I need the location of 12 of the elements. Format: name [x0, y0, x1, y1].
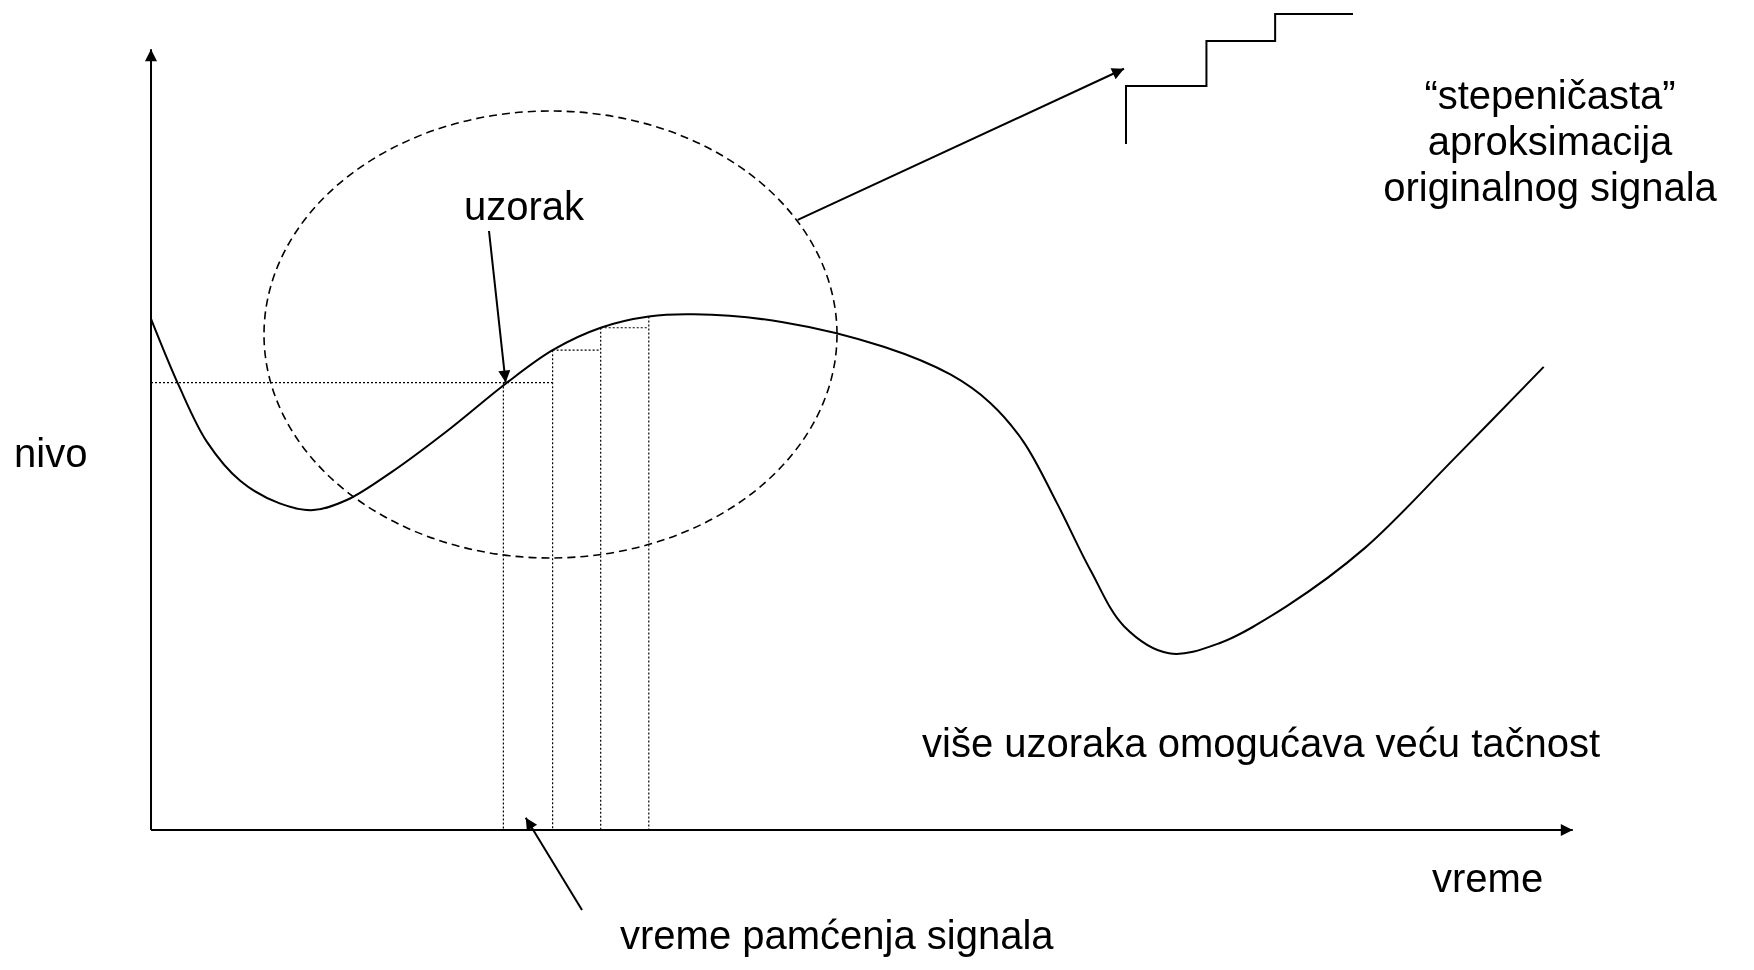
dashed-ellipse: [263, 110, 838, 559]
hold-time-label: vreme pamćenja signala: [620, 912, 1054, 958]
note-text: više uzoraka omogućava veću tačnost: [922, 720, 1601, 766]
axis-label: nivo: [14, 430, 88, 476]
leader-arrow: [524, 816, 583, 911]
sample-label: uzorak: [464, 183, 585, 229]
approximation-caption: “stepeničasta” aproksimacija originalnog signala: [1382, 72, 1718, 210]
leader-arrow: [488, 230, 511, 384]
axis-label: vreme: [1432, 855, 1544, 901]
arrow: [796, 67, 1125, 221]
signal-curve: [150, 313, 1545, 655]
staircase-drawing: [1124, 12, 1353, 144]
